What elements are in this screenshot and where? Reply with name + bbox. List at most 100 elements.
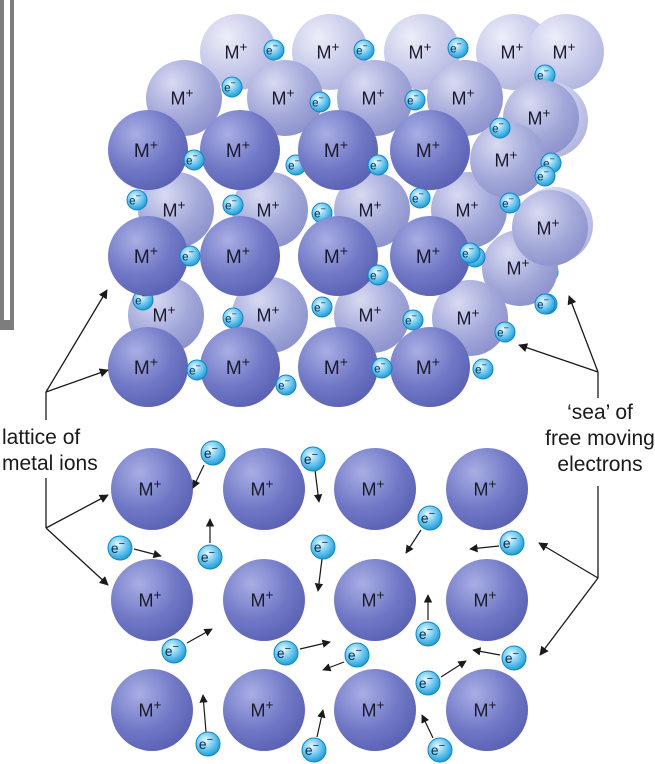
electron: e− bbox=[499, 530, 525, 556]
motion-arrow bbox=[567, 295, 599, 373]
svg-text:e−: e− bbox=[537, 295, 549, 311]
electron: e− bbox=[179, 245, 201, 267]
electron: e− bbox=[409, 187, 431, 209]
metal-ion: M+ bbox=[446, 559, 528, 641]
metal-ion: M+ bbox=[111, 669, 193, 751]
svg-text:e−: e− bbox=[189, 361, 201, 377]
metal-ion: M+ bbox=[223, 669, 305, 751]
electron: e− bbox=[222, 194, 244, 216]
electron: e− bbox=[301, 737, 327, 763]
metal-ion: M+ bbox=[223, 559, 305, 641]
motion-arrow bbox=[421, 714, 434, 739]
electron: e− bbox=[534, 165, 556, 187]
electron: e− bbox=[489, 117, 511, 139]
electron: e− bbox=[353, 39, 375, 61]
svg-text:M+: M+ bbox=[416, 355, 440, 379]
metal-lattice-open: M+M+M+M+M+M+M+M+M+M+M+M+e−e−e−e−e−e−e−e−… bbox=[107, 440, 528, 763]
motion-arrow bbox=[469, 544, 500, 553]
svg-text:e−: e− bbox=[370, 156, 382, 172]
side-bracket bbox=[0, 0, 14, 330]
svg-text:e−: e− bbox=[225, 309, 237, 325]
electron: e− bbox=[221, 76, 243, 98]
svg-text:e−: e− bbox=[497, 323, 509, 339]
motion-arrow bbox=[313, 469, 323, 503]
electron: e− bbox=[367, 264, 389, 286]
electron: e− bbox=[311, 296, 333, 318]
svg-text:e−: e− bbox=[314, 204, 326, 220]
electron: e− bbox=[197, 544, 223, 570]
motion-arrow bbox=[133, 548, 162, 559]
metal-ion: M+ bbox=[200, 110, 280, 190]
svg-text:e−: e− bbox=[537, 66, 549, 82]
electron: e− bbox=[534, 64, 556, 86]
electron: e− bbox=[415, 621, 441, 647]
electron: e− bbox=[367, 154, 389, 176]
electron: e− bbox=[126, 189, 148, 211]
motion-arrow bbox=[45, 527, 109, 586]
metal-ion: M+ bbox=[108, 110, 188, 190]
motion-arrow bbox=[538, 542, 599, 579]
metal-ion: M+ bbox=[298, 216, 378, 296]
metal-ion: M+ bbox=[390, 216, 470, 296]
metal-ion: M+ bbox=[390, 327, 470, 407]
svg-text:e−: e− bbox=[537, 167, 549, 183]
svg-text:e−: e− bbox=[129, 191, 141, 207]
svg-text:e−: e− bbox=[462, 244, 474, 260]
motion-arrow bbox=[299, 639, 331, 650]
electron: e− bbox=[195, 731, 221, 757]
motion-arrow bbox=[316, 709, 326, 738]
electron: e− bbox=[222, 307, 244, 329]
metal-ion: M+ bbox=[108, 327, 188, 407]
motion-arrow bbox=[518, 343, 599, 373]
electron: e− bbox=[371, 357, 393, 379]
metal-ion: M+ bbox=[334, 448, 416, 530]
electron: e− bbox=[427, 737, 453, 763]
metal-ion: M+ bbox=[111, 448, 193, 530]
electron: e− bbox=[107, 535, 133, 561]
svg-text:e−: e− bbox=[475, 360, 487, 376]
metal-ion: M+ bbox=[446, 669, 528, 751]
electron: e− bbox=[344, 642, 370, 668]
svg-text:e−: e− bbox=[186, 151, 198, 167]
svg-text:e−: e− bbox=[182, 247, 194, 263]
electron: e− bbox=[275, 374, 297, 396]
metal-ion: M+ bbox=[200, 216, 280, 296]
motion-arrow bbox=[45, 289, 108, 393]
svg-text:e−: e− bbox=[278, 376, 290, 392]
motion-arrow bbox=[405, 529, 422, 554]
metal-ion: M+ bbox=[200, 327, 280, 407]
electron: e− bbox=[183, 149, 205, 171]
electron: e− bbox=[494, 321, 516, 343]
motion-arrow bbox=[314, 558, 324, 592]
electron: e− bbox=[499, 192, 521, 214]
motion-arrow bbox=[199, 694, 208, 733]
electron: e− bbox=[300, 446, 326, 472]
svg-text:e−: e− bbox=[312, 93, 324, 109]
electron: e− bbox=[161, 638, 187, 664]
svg-text:e−: e− bbox=[224, 78, 236, 94]
electron: e− bbox=[417, 505, 443, 531]
motion-arrow bbox=[45, 494, 109, 529]
motion-arrow bbox=[472, 647, 501, 656]
svg-text:e−: e− bbox=[412, 189, 424, 205]
metal-ion: M+ bbox=[108, 216, 188, 296]
electron: e− bbox=[415, 670, 441, 696]
svg-text:e−: e− bbox=[374, 359, 386, 375]
label-pointers bbox=[45, 289, 599, 656]
electron: e− bbox=[200, 440, 226, 466]
electron: e− bbox=[186, 359, 208, 381]
svg-text:e−: e− bbox=[288, 156, 300, 172]
electron: e− bbox=[310, 534, 336, 560]
metal-ion: M+ bbox=[200, 14, 276, 90]
metal-ion: M+ bbox=[111, 559, 193, 641]
svg-text:e−: e− bbox=[225, 196, 237, 212]
metal-ion: M+ bbox=[446, 448, 528, 530]
motion-arrow bbox=[539, 577, 599, 656]
metal-ion: M+ bbox=[470, 122, 546, 198]
electron: e− bbox=[534, 293, 556, 315]
electron: e− bbox=[459, 242, 481, 264]
metal-ion: M+ bbox=[298, 110, 378, 190]
svg-text:e−: e− bbox=[266, 41, 278, 57]
